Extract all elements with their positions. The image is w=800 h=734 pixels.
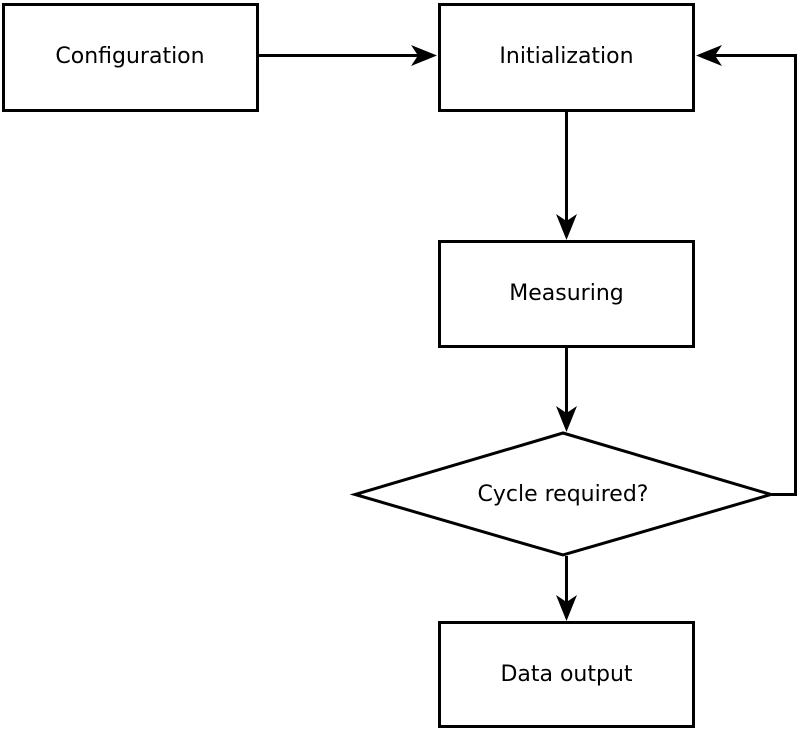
- node-configuration[interactable]: Configuration: [2, 3, 259, 112]
- node-shape-rectangle: [438, 621, 695, 728]
- node-label-initialization: Initialization: [499, 44, 633, 69]
- node-shape-rectangle: [2, 3, 259, 112]
- arrow-head-icon: [411, 45, 437, 66]
- arrow-head-icon: [556, 406, 577, 432]
- node-initialization[interactable]: Initialization: [438, 3, 695, 112]
- edge-cycle-required-to-data-output: [556, 556, 577, 621]
- node-label-data-output: Data output: [500, 662, 632, 687]
- edge-line: [710, 54, 797, 496]
- arrow-head-icon: [556, 595, 577, 621]
- node-shape-rectangle: [438, 3, 695, 112]
- node-shape-diamond: [349, 431, 777, 557]
- edge-cycle-required-to-initialization-feedback: [696, 45, 797, 496]
- node-label-measuring: Measuring: [509, 281, 623, 306]
- node-measuring[interactable]: Measuring: [438, 240, 695, 348]
- node-cycle-required[interactable]: Cycle required?: [349, 431, 777, 557]
- arrow-head-icon: [696, 45, 722, 66]
- node-label-cycle-required: Cycle required?: [478, 482, 649, 507]
- node-shape-rectangle: [438, 240, 695, 348]
- edge-initialization-to-measuring: [556, 112, 577, 240]
- node-data-output[interactable]: Data output: [438, 621, 695, 728]
- node-label-configuration: Configuration: [55, 44, 204, 69]
- edge-configuration-to-initialization: [259, 45, 437, 66]
- arrow-head-icon: [556, 214, 577, 240]
- edge-measuring-to-cycle-required: [556, 348, 577, 432]
